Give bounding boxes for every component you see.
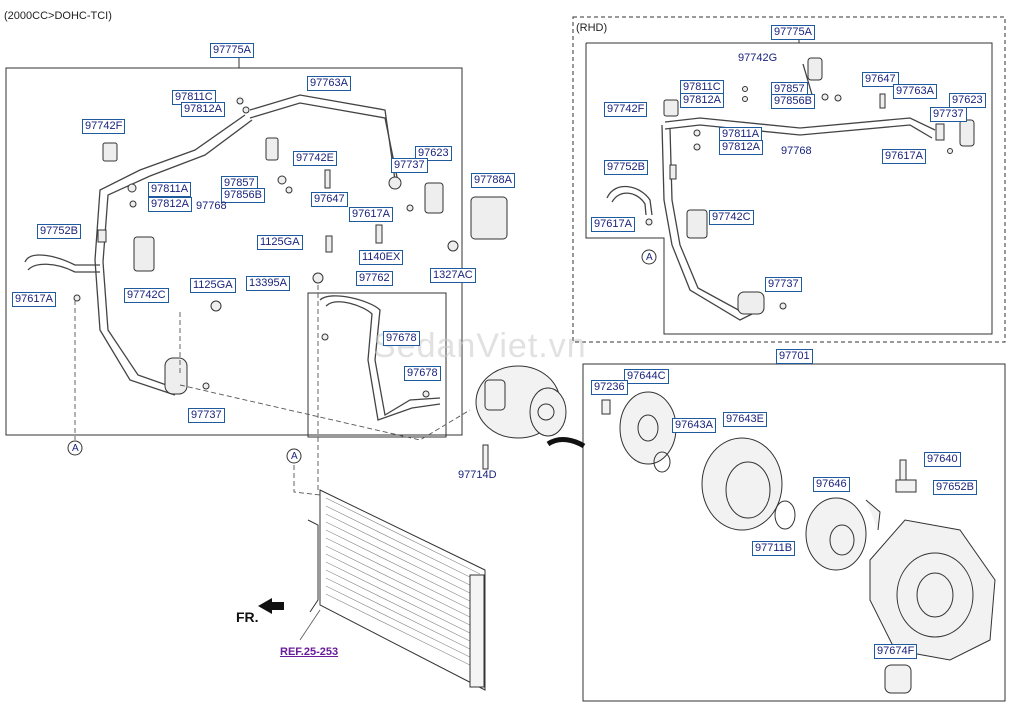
reference-link[interactable]: REF.25-253	[280, 646, 339, 658]
part-callout-r-97768[interactable]: 97768	[781, 145, 812, 157]
part-callout-r-97617a[interactable]: 97617A	[882, 149, 926, 164]
point-markers	[67, 249, 657, 464]
part-callout-c-97644c[interactable]: 97644C	[624, 369, 669, 384]
condenser	[307, 489, 486, 691]
part-callout-r-97763a[interactable]: 97763A	[893, 84, 937, 99]
part-callout-97742c[interactable]: 97742C	[124, 288, 169, 303]
point-a-label: A	[646, 252, 653, 263]
part-callout-r-97647[interactable]: 97647	[862, 72, 899, 87]
part-callout-97763a[interactable]: 97763A	[307, 76, 351, 91]
part-callout-97812a[interactable]: 97812A	[181, 102, 225, 117]
part-callout-97678-2[interactable]: 97678	[404, 366, 441, 381]
part-callout-97647[interactable]: 97647	[311, 192, 348, 207]
part-callout-c-97674f[interactable]: 97674F	[874, 644, 918, 659]
part-callout-97768[interactable]: 97768	[196, 200, 227, 212]
part-callout-97737-2[interactable]: 97737	[188, 408, 225, 423]
part-callout-c-97646[interactable]: 97646	[813, 477, 850, 492]
part-callout-1140ex[interactable]: 1140EX	[359, 250, 404, 265]
part-callout-r-97856b[interactable]: 97856B	[771, 94, 815, 109]
point-a-label: A	[72, 443, 79, 454]
part-callout-c-97643a[interactable]: 97643A	[672, 418, 716, 433]
part-callout-r-97812a[interactable]: 97812A	[680, 93, 724, 108]
compressor-frame	[582, 363, 1006, 702]
lhd-parts	[73, 97, 508, 398]
part-callout-c-97640[interactable]: 97640	[924, 452, 961, 467]
rhd-frame	[572, 16, 1006, 343]
part-callout-97775a[interactable]: 97775A	[210, 43, 254, 58]
part-callout-c-97643e[interactable]: 97643E	[723, 412, 767, 427]
hose-frame	[307, 292, 447, 438]
leader-lines	[74, 285, 471, 496]
part-callout-97742f[interactable]: 97742F	[82, 119, 126, 134]
front-direction-label: FR.	[236, 609, 259, 625]
part-callout-13395a[interactable]: 13395A	[246, 276, 290, 291]
engine-header: (2000CC>DOHC-TCI)	[4, 10, 112, 22]
part-callout-c-97701[interactable]: 97701	[776, 349, 813, 364]
part-callout-97617a-2[interactable]: 97617A	[12, 292, 56, 307]
part-callout-97737[interactable]: 97737	[391, 158, 428, 173]
part-callout-c-97711b[interactable]: 97711B	[752, 541, 796, 556]
part-callout-r-97752b[interactable]: 97752B	[604, 160, 648, 175]
part-callout-r-97811a[interactable]: 97811A	[719, 127, 763, 142]
lhd-compressor	[475, 365, 567, 470]
part-callout-c-97236[interactable]: 97236	[591, 380, 628, 395]
part-callout-r-97742g[interactable]: 97742G	[738, 52, 778, 64]
part-callout-97812a-2[interactable]: 97812A	[148, 197, 192, 212]
fr-arrow	[258, 598, 284, 614]
lhd-frame	[5, 67, 463, 436]
part-callout-97678[interactable]: 97678	[383, 331, 420, 346]
part-callout-c-97652b[interactable]: 97652B	[933, 480, 977, 495]
part-callout-97752b[interactable]: 97752B	[37, 224, 81, 239]
ref-leader	[299, 609, 321, 641]
rhd-header: (RHD)	[576, 22, 608, 34]
part-callout-97856b[interactable]: 97856B	[221, 188, 265, 203]
part-callout-r-97623[interactable]: 97623	[949, 93, 986, 108]
part-callout-1125ga[interactable]: 1125GA	[257, 235, 303, 250]
part-callout-r-97812a-2[interactable]: 97812A	[719, 140, 763, 155]
rhd-parts	[645, 57, 975, 315]
part-callout-1327ac[interactable]: 1327AC	[430, 268, 476, 283]
part-callout-97742e[interactable]: 97742E	[293, 151, 337, 166]
part-callout-97762[interactable]: 97762	[356, 271, 393, 286]
part-callout-97811a[interactable]: 97811A	[148, 182, 192, 197]
part-callout-r-97775a[interactable]: 97775A	[771, 25, 815, 40]
part-callout-97788a[interactable]: 97788A	[471, 173, 515, 188]
part-callout-r-97742c[interactable]: 97742C	[709, 210, 754, 225]
part-callout-97617a[interactable]: 97617A	[349, 207, 393, 222]
part-callout-r-97737[interactable]: 97737	[930, 107, 967, 122]
point-a-label: A	[291, 451, 298, 462]
part-callout-r-97857[interactable]: 97857	[771, 82, 808, 97]
rhd-inner-frame	[585, 42, 993, 335]
part-callout-97623[interactable]: 97623	[415, 146, 452, 161]
compressor-exploded	[601, 391, 996, 694]
part-callout-1125ga-2[interactable]: 1125GA	[190, 278, 236, 293]
part-callout-r-97617a-2[interactable]: 97617A	[591, 217, 635, 232]
arrow-to-detail	[546, 437, 586, 449]
part-callout-r-97737-2[interactable]: 97737	[765, 277, 802, 292]
part-callout-97714d[interactable]: 97714D	[458, 469, 497, 481]
part-callout-r-97742f[interactable]: 97742F	[604, 102, 648, 117]
lhd-pipes	[24, 94, 441, 421]
